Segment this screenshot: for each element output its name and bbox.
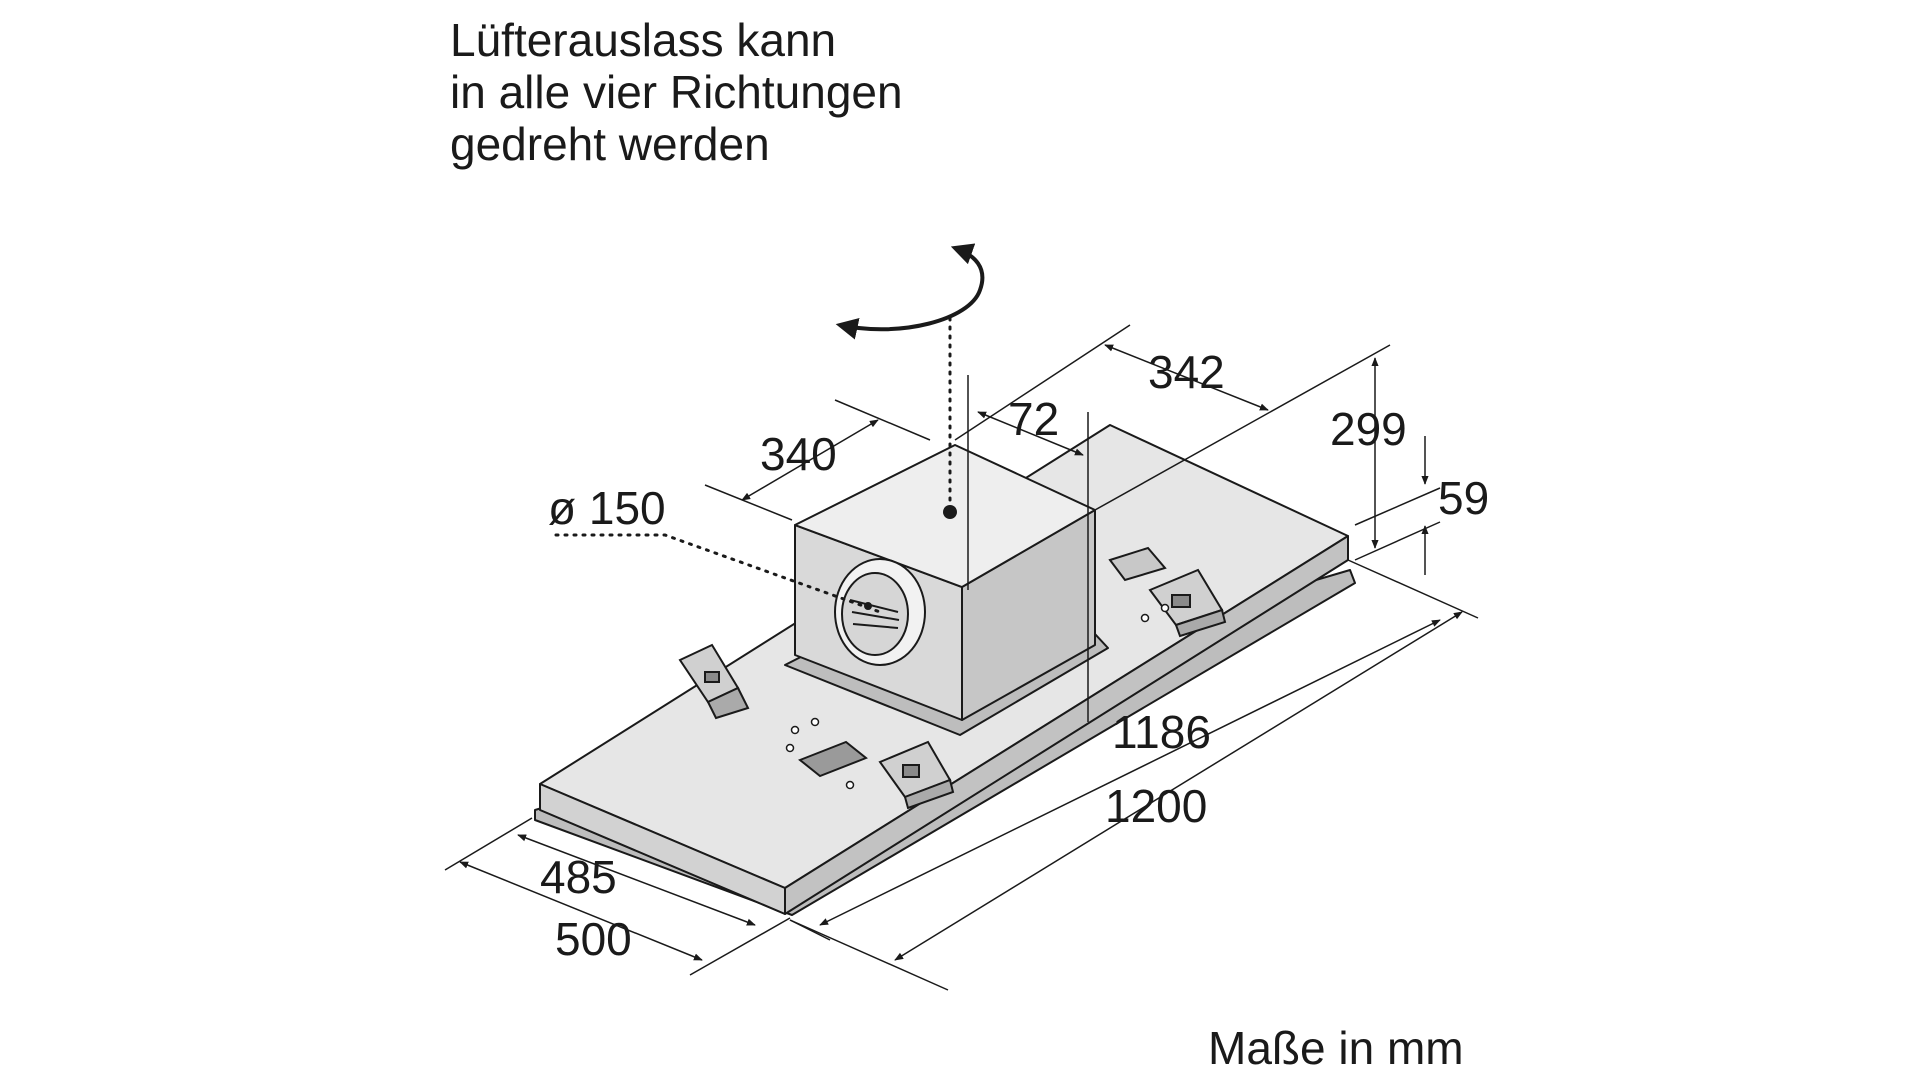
dimension-hood-height (1354, 436, 1441, 575)
dimension-label-outer-depth: 500 (555, 913, 632, 965)
dimension-outer-length (789, 611, 1463, 991)
caption-line-2: in alle vier Richtungen (450, 66, 903, 118)
mount-bracket-left (678, 643, 750, 720)
dimension-label-blower-offset: 72 (1008, 393, 1059, 445)
dimension-label-blower-depth: 340 (760, 428, 837, 480)
units-note: Maße in mm (1208, 1022, 1464, 1074)
dimension-label-blower-width: 342 (1148, 346, 1225, 398)
dimension-label-hood-height: 59 (1438, 472, 1489, 524)
outlet-ring (834, 558, 926, 666)
dimension-label-inner-depth: 485 (540, 851, 617, 903)
rotation-axis-dot (943, 505, 957, 519)
dimension-outer-depth (459, 861, 791, 976)
dimension-label-outer-length: 1200 (1105, 780, 1207, 832)
caption: Lüfterauslass kann in alle vier Richtung… (450, 14, 903, 170)
caption-line-1: Lüfterauslass kann (450, 14, 837, 66)
dimension-label-inner-length: 1186 (1112, 706, 1211, 758)
filter-tab-rear (1108, 546, 1167, 582)
dimension-label-outlet-diameter: ø 150 (548, 482, 666, 534)
dimension-blower-depth (704, 399, 931, 521)
dimension-label-total-height: 299 (1330, 403, 1407, 455)
caption-line-3: gedreht werden (450, 118, 770, 170)
rotation-arrow (835, 243, 985, 519)
dimension-outlet-diameter: ø 150 (548, 482, 882, 614)
